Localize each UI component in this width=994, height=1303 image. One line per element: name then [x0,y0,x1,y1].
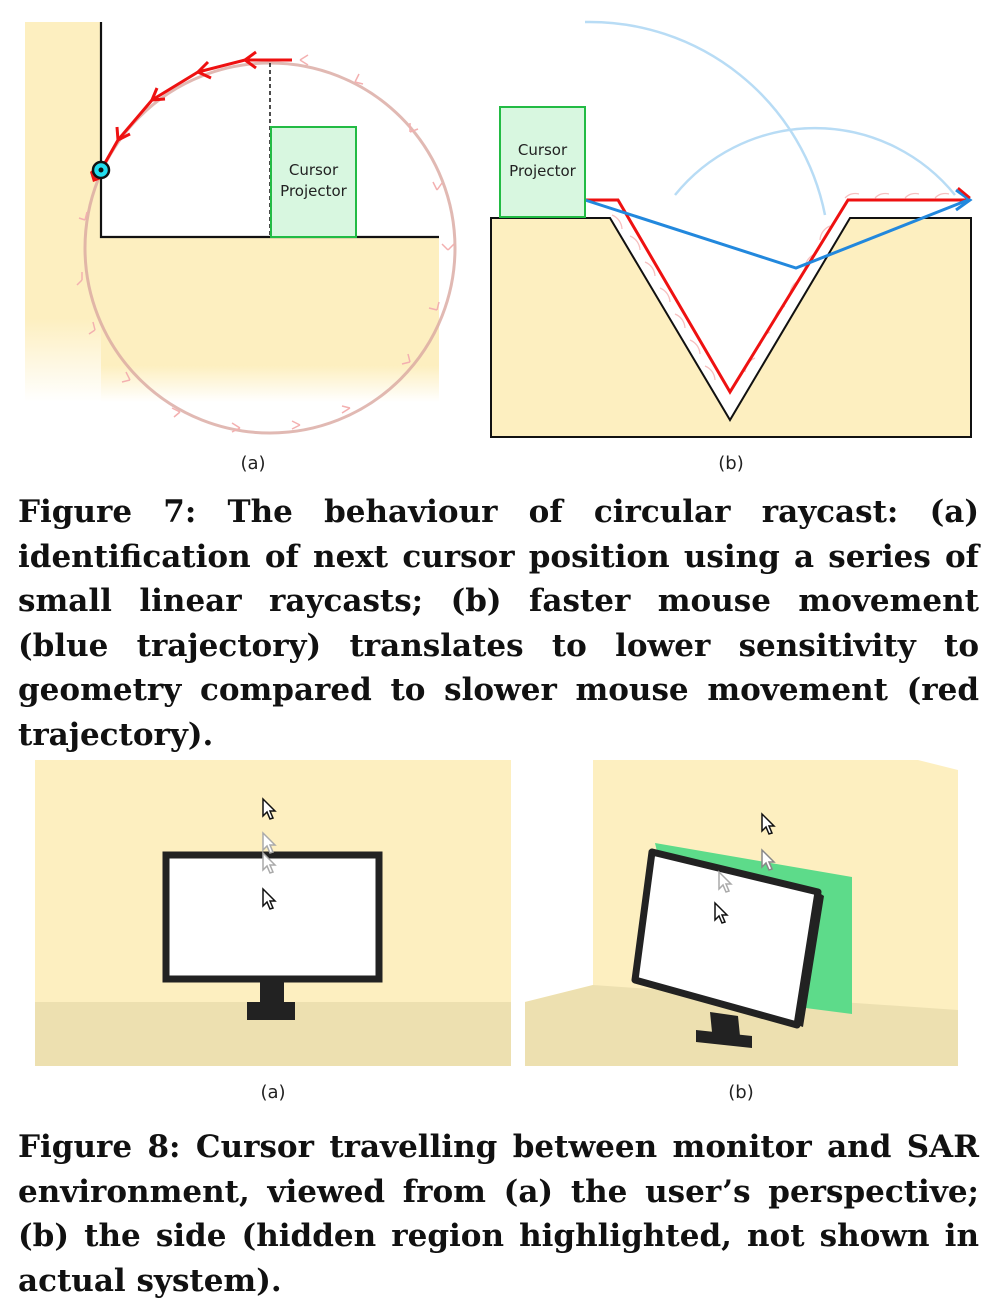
trajectory-arrowhead [955,188,973,212]
projector-label-line2: Projector [509,162,576,180]
red-trajectory [99,58,292,171]
cursor-projector-box-a [270,126,357,238]
projector-label-line2: Projector [280,182,347,200]
figure-7-panel-a [25,22,457,435]
figure-7-subfig-b-label: (b) [718,453,744,474]
figure-8-subfig-a-label: (a) [260,1082,286,1103]
projector-label-line1: Cursor [288,161,339,179]
circle-ray-marks [76,54,455,433]
projector-label-line1: Cursor [517,141,568,159]
blue-raycast-arc-2 [674,126,956,196]
figure-7-subfig-a-label: (a) [240,453,266,474]
projector-label-a: Cursor Projector [271,160,356,202]
blue-fast-trajectory [584,198,969,270]
cursor-position-marker [90,160,111,182]
blue-raycast-arc-1 [584,20,827,216]
figure-8-caption: Figure 8: Cursor travelling between moni… [18,1129,979,1299]
figure-7-caption: Figure 7: The behaviour of circular rayc… [18,494,979,753]
figure-8-subfig-b-label: (b) [728,1082,754,1103]
red-trajectory-arrowheads [115,50,257,143]
projector-label-b: Cursor Projector [500,140,585,182]
figure-7-panel-b [490,20,973,438]
floor-region [101,237,439,402]
cursor-projector-box-b [499,106,586,218]
red-slow-trajectory [585,198,968,395]
v-groove-surface [490,217,972,438]
